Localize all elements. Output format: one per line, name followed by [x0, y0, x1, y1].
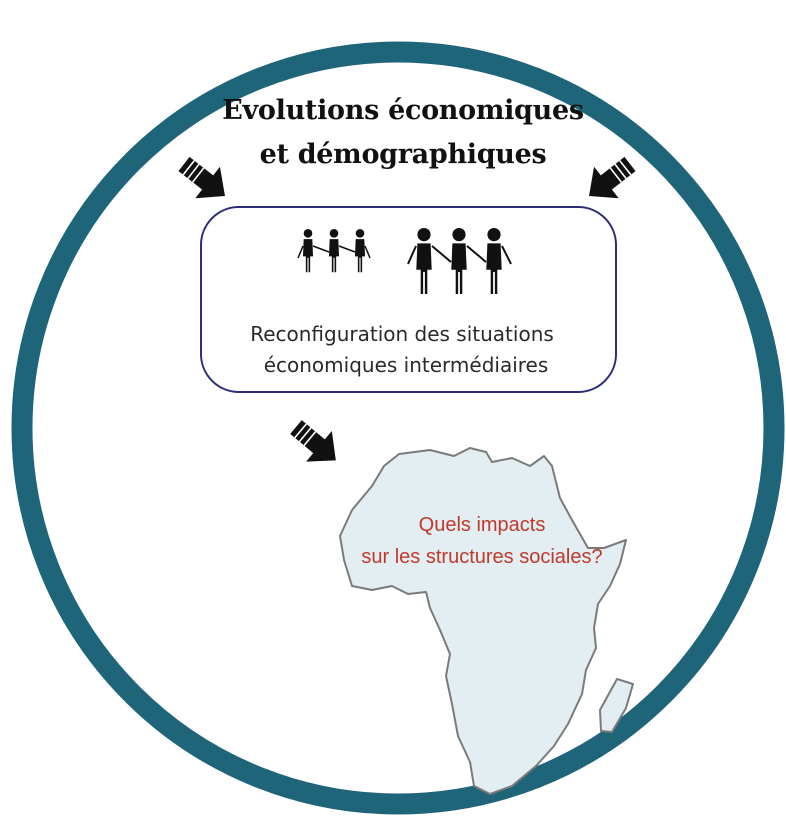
title-line-1: Evolutions économiques — [222, 95, 584, 126]
box-text-line-2: économiques intermédiaires — [264, 353, 549, 377]
people-large-icon — [407, 228, 512, 294]
madagascar-icon — [599, 678, 634, 733]
people-small-icon — [297, 229, 371, 273]
title-line-2: et démographiques — [260, 139, 547, 170]
question-line-1: Quels impacts — [419, 514, 546, 536]
box-text-line-1: Reconfiguration des situations — [250, 322, 554, 346]
africa-map-icon — [339, 447, 627, 795]
question-line-2: sur les structures sociales? — [361, 546, 602, 568]
